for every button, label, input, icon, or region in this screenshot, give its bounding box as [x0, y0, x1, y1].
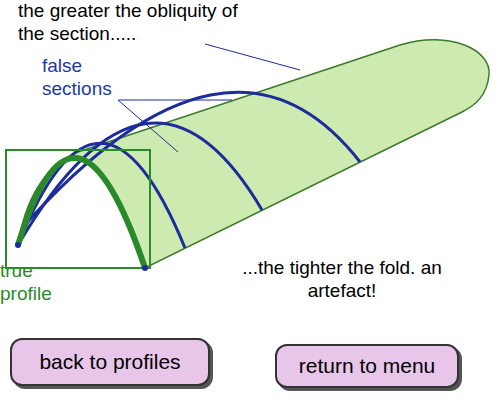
leader-line [118, 100, 178, 152]
nav-button: back to profiles [10, 338, 210, 386]
button-text: back to profiles [39, 350, 180, 374]
leader-line [205, 44, 300, 70]
false-section [18, 123, 262, 245]
nav-button: return to menu [275, 344, 459, 388]
note-text: ...the tighter the fold. an artefact! [242, 257, 442, 303]
leader-line [118, 100, 232, 101]
callout-label: true profile [0, 260, 70, 306]
callout-label: false sections [42, 55, 132, 101]
note-text: the greater the obliquity of the section… [18, 0, 243, 46]
true-profile-arc [18, 158, 145, 268]
profile-point [142, 265, 148, 271]
profile-point [15, 242, 21, 248]
fold-body [18, 40, 489, 268]
false-section [18, 143, 185, 248]
button-text: return to menu [299, 354, 436, 378]
profile-frame [6, 150, 150, 268]
